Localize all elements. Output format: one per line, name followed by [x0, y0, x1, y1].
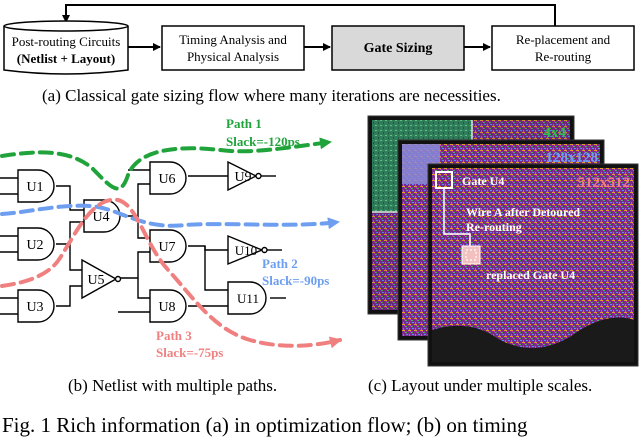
flow-box-timing: Timing Analysis and Physical Analysis	[161, 25, 305, 71]
gate-u5-label: U5	[87, 273, 104, 288]
scale-label-4x4: 4x4	[544, 125, 567, 141]
gate-u9-label: U9	[234, 170, 251, 185]
path1-curve	[0, 137, 332, 191]
gate-u5-shape	[81, 258, 118, 300]
flow-box-replacement-line2: Re-routing	[535, 49, 592, 64]
gate-u10-label: U10	[235, 243, 257, 258]
flow-box-timing-line2: Physical Analysis	[187, 49, 279, 64]
netlist-diagram	[0, 169, 286, 315]
gate-u7-shape	[149, 229, 187, 263]
flow-box-circuits-line2: (Netlist + Layout)	[17, 51, 115, 66]
path1-label: Path 1	[226, 116, 262, 131]
flow-diagram: Post-routing Circuits (Netlist + Layout)…	[3, 4, 635, 75]
figure-caption: Fig. 1 Rich information (a) in optimizat…	[2, 413, 528, 437]
scale-label-512x512: 512x512	[578, 175, 631, 191]
path3-curve	[0, 197, 342, 349]
replaced-gate-label: replaced Gate U4	[486, 268, 575, 282]
wire-a-path	[443, 188, 471, 246]
wire-a-label-line2: Re-routing	[466, 220, 522, 234]
gate-u3-label: U3	[26, 300, 43, 315]
flow-box-gate-sizing-label: Gate Sizing	[364, 41, 433, 56]
gate-u9-shape	[227, 160, 258, 192]
critical-paths	[0, 137, 342, 349]
scale-label-128x128: 128x128	[546, 150, 599, 166]
gate-u11-label: U11	[237, 291, 259, 306]
gate-u2-label: U2	[26, 238, 43, 253]
flow-box-gate-sizing: Gate Sizing	[331, 25, 465, 71]
path2-curve	[0, 203, 340, 230]
gate-u8-label: U8	[158, 300, 175, 315]
path3-label: Path 3	[156, 328, 192, 343]
path2-label: Path 2	[262, 256, 298, 271]
gate-u7-label: U7	[158, 240, 175, 255]
gate-u6-shape	[149, 161, 187, 195]
gate-u1-label: U1	[26, 180, 43, 195]
flow-box-replacement-line1: Re-placement and	[516, 32, 611, 47]
layout-layer-512x512: Gate U4 512x512 Wire A after Detoured Re…	[427, 163, 639, 367]
path2-slack: Slack=-90ps	[262, 273, 329, 288]
path1-slack: Slack=-120ps	[226, 134, 300, 149]
path-labels: Path 1 Slack=-120ps Path 2 Slack=-90ps P…	[156, 116, 329, 360]
caption-c: (c) Layout under multiple scales.	[368, 376, 593, 395]
gate-u6-label: U6	[158, 172, 175, 187]
flow-box-circuits: Post-routing Circuits (Netlist + Layout)	[3, 20, 129, 75]
gate-u1-shape	[17, 169, 55, 203]
feedback-loop-arrow	[62, 4, 556, 26]
gate-u11-shape	[227, 281, 267, 315]
flow-box-timing-line1: Timing Analysis and	[179, 32, 287, 47]
gate-u3-shape	[17, 289, 55, 323]
gate-u2-shape	[17, 227, 55, 261]
gate-u4-layout-label: Gate U4	[462, 174, 504, 188]
gate-u8-shape	[149, 289, 187, 323]
caption-b: (b) Netlist with multiple paths.	[68, 376, 278, 395]
gate-u4-label: U4	[92, 210, 109, 225]
gate-labels: U1 U2 U3 U4 U5 U6 U7 U8 U9 U10 U11	[26, 170, 259, 315]
flow-box-circuits-line1: Post-routing Circuits	[12, 34, 121, 49]
caption-a: (a) Classical gate sizing flow where man…	[42, 86, 501, 105]
layout-stack: 4x4 128x128 Gate U4 512x512 Wire A after…	[367, 115, 639, 367]
gate-u10-shape	[227, 234, 264, 266]
wire-a-label-line1: Wire A after Detoured	[466, 205, 580, 219]
netlist-gates	[17, 160, 268, 323]
path3-slack: Slack=-75ps	[156, 345, 223, 360]
flow-box-replacement: Re-placement and Re-routing	[491, 25, 635, 71]
